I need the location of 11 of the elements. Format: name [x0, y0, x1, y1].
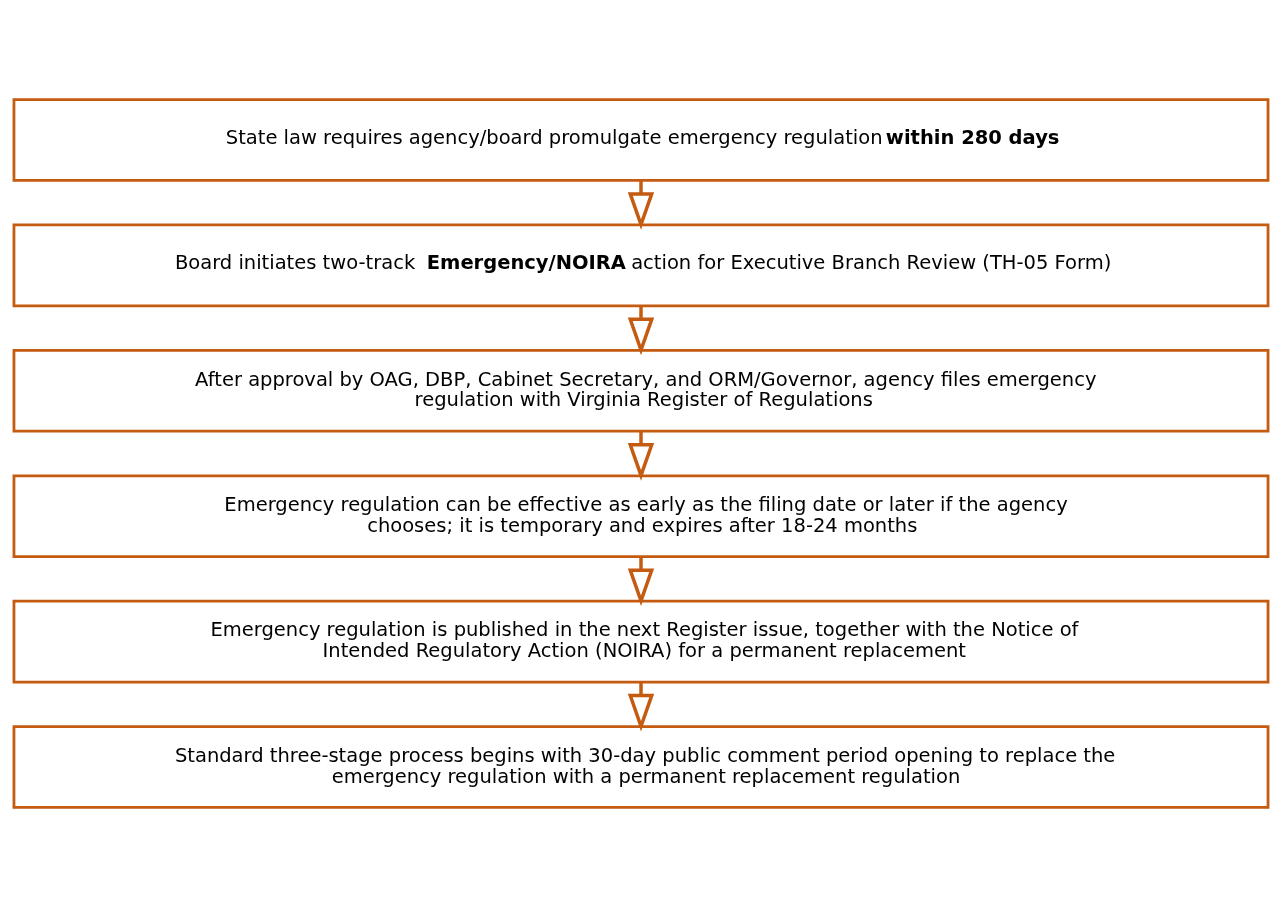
arrow: [627, 431, 655, 481]
arrow: [627, 306, 655, 356]
node-box: Emergency regulation is published in the next Register issue, together with the Notice of Intended Regulatory Action (NOIRA) for a permanent replacement: [12, 599, 1270, 684]
node-box: State law requires agency/board promulgate emergency regulation within 280 days: [12, 98, 1270, 182]
arrow: [627, 557, 655, 607]
node-box: After approval by OAG, DBP, Cabinet Secretary, and ORM/Governor, agency files emergency regulation with Virginia Register of Regulations: [12, 349, 1270, 433]
node-box: Emergency regulation can be effective as early as the filing date or later if the agency chooses; it is temporary and expires after 18-24 months: [12, 474, 1270, 558]
node-box: Board initiates two-track Emergency/NOIRA action for Executive Branch Review (TH-05 Form): [12, 223, 1270, 308]
arrow: [627, 682, 655, 732]
node-box: Standard three-stage process begins with 30-day public comment period opening to replace the emergency regulation with a permanent replacement regulation: [12, 725, 1270, 809]
arrow: [627, 180, 655, 230]
